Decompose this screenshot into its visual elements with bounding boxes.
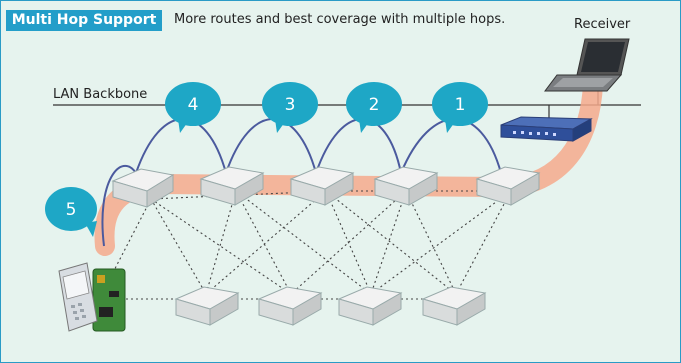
node-bottom-3 [337,286,403,326]
hop-label-5: 5 [66,200,77,220]
hop-bubble-5: 5 [45,187,97,237]
node-top-4 [373,166,439,206]
title-badge: Multi Hop Support [6,10,162,31]
hop-bubble-4: 4 [165,82,221,133]
node-bottom-4 [421,286,487,326]
node-top-5 [475,166,541,206]
hop-label-2: 2 [369,95,380,115]
handheld-device [58,262,126,332]
node-bottom-1 [174,286,240,326]
network-switch [500,116,593,142]
hop-label-1: 1 [455,95,466,115]
node-top-3 [289,166,355,206]
hop-label-4: 4 [188,95,199,115]
node-top-1 [111,168,175,208]
lan-backbone-label: LAN Backbone [53,87,148,102]
hop-bubble-1: 1 [432,82,488,133]
hop-label-3: 3 [285,95,296,115]
hop-bubble-2: 2 [346,82,402,133]
node-top-2 [199,166,265,206]
hop-bubble-3: 3 [262,82,318,133]
receiver-label: Receiver [574,17,631,32]
node-bottom-2 [257,286,323,326]
mesh-links [105,190,512,300]
subtitle: More routes and best coverage with multi… [174,12,506,27]
receiver-laptop [544,38,630,92]
